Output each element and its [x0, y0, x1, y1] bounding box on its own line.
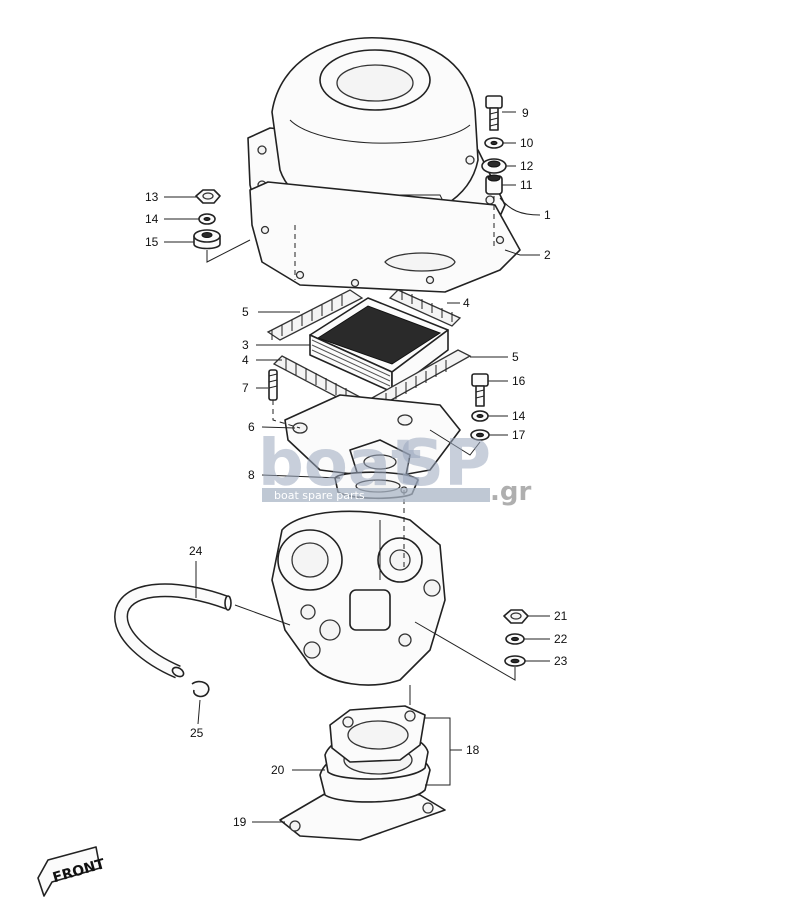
watermark-tagline: boat spare parts [274, 489, 365, 502]
washer-14-right [471, 410, 489, 422]
callout-18: 18 [466, 743, 480, 757]
grommet-15 [193, 229, 221, 250]
filter-seal-upper-left-5 [266, 289, 364, 341]
washer-14-top [198, 213, 216, 225]
collar-11 [485, 174, 503, 195]
filter-base-plate-6 [284, 394, 461, 483]
nut-21 [503, 609, 529, 624]
fuel-hose-24 [114, 583, 232, 679]
bolt-9 [485, 95, 503, 131]
callout-11: 11 [520, 178, 533, 192]
watermark-tagline-bar [262, 488, 490, 502]
filter-seal-upper-right-4 [388, 289, 462, 327]
callout-4-lower: 4 [242, 353, 249, 367]
callout-7: 7 [242, 381, 249, 395]
callout-2: 2 [544, 248, 551, 262]
washer-23 [504, 655, 526, 667]
callout-23: 23 [554, 654, 568, 668]
washer-22 [505, 633, 525, 645]
washer-10 [484, 137, 504, 149]
front-direction-badge: FRONT [37, 846, 107, 897]
carburetor [271, 510, 446, 686]
callout-8: 8 [248, 468, 255, 482]
hose-clip-25 [191, 680, 210, 698]
callout-25: 25 [190, 726, 204, 740]
callout-12: 12 [520, 159, 534, 173]
callout-5-lower: 5 [512, 350, 519, 364]
callout-4-upper: 4 [463, 296, 470, 310]
callout-20: 20 [271, 763, 285, 777]
callout-labels: 9 10 12 11 1 2 13 14 15 5 4 3 4 5 7 6 8 … [145, 106, 568, 829]
watermark-domain: .gr [490, 477, 531, 507]
callout-19: 19 [233, 815, 247, 829]
callout-13: 13 [145, 190, 159, 204]
callout-22: 22 [554, 632, 568, 646]
nut-13 [195, 189, 221, 204]
air-filter-element-3 [309, 297, 449, 393]
callout-1: 1 [544, 208, 551, 222]
callout-14-top: 14 [145, 212, 159, 226]
callout-21: 21 [554, 609, 568, 623]
callout-10: 10 [520, 136, 534, 150]
callout-14-right: 14 [512, 409, 526, 423]
leader-lines [164, 111, 550, 823]
callout-9: 9 [522, 106, 529, 120]
callout-15: 15 [145, 235, 159, 249]
stud-7 [268, 369, 278, 401]
callout-3: 3 [242, 338, 249, 352]
callout-5-upper: 5 [242, 305, 249, 319]
callout-24: 24 [189, 544, 203, 558]
callout-6: 6 [248, 420, 255, 434]
intake-flange-18 [329, 705, 426, 763]
watermark: boat SP .gr boat spare parts [258, 427, 531, 507]
callout-17: 17 [512, 428, 526, 442]
bolt-16 [471, 373, 489, 407]
callout-16: 16 [512, 374, 526, 388]
cover-gasket [249, 181, 521, 293]
grommet-12 [481, 158, 507, 174]
